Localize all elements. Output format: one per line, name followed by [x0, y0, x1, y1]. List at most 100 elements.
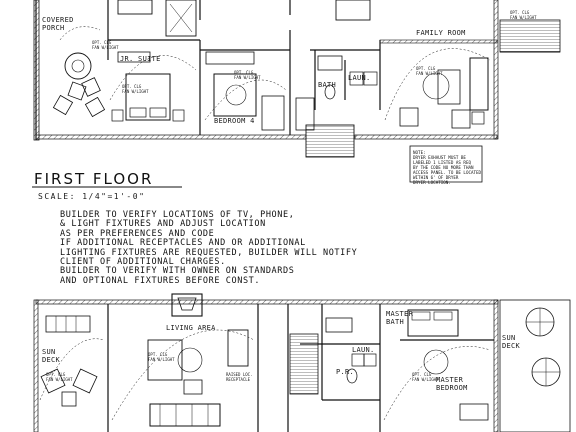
builder-note-line: BUILDER TO VERIFY LOCATIONS OF TV, PHONE…: [60, 210, 295, 220]
nightstand: [111, 109, 124, 122]
room-label-bath: BATH: [318, 81, 337, 89]
fireplace-box: [177, 297, 197, 311]
light-switch-arc: [109, 55, 197, 101]
closet: [165, 0, 197, 37]
room-label-family-room: FAMILY ROOM: [416, 29, 466, 37]
master-bed-pillow: [411, 311, 431, 321]
lounge-chair: [45, 315, 91, 333]
note-line: DRYER EXHAUST MUST BE: [413, 155, 466, 160]
note-box: [409, 145, 483, 183]
room-label-laundry: LAUN.: [348, 74, 371, 82]
light-switch-arc: [39, 338, 105, 401]
jr-suite-bed: [125, 73, 171, 121]
room-label-sun-deck-right: SUN DECK: [502, 334, 521, 350]
room-label-covered-porch: COVERED PORCH: [42, 16, 74, 32]
porch-table: [64, 52, 92, 80]
stair: [289, 333, 319, 395]
exterior-wall-bottom-left: [35, 134, 307, 140]
fan-light-label: OPT. CLG FAN W/LIGHT: [416, 66, 443, 76]
dryer-note: NOTE: DRYER EXHAUST MUST BE LABELED 1 LI…: [413, 150, 481, 185]
armchair: [227, 329, 249, 367]
light-switch-arc: [204, 79, 287, 121]
room-label-laundry-2: LAUN.: [352, 346, 375, 354]
ceiling-fan: [423, 349, 449, 375]
room-label-powder-room: P.R.: [336, 368, 355, 376]
closet: [117, 0, 153, 15]
builder-note-line: CLIENT OF ADDITIONAL CHARGES.: [60, 257, 226, 268]
exterior-wall-top-right: [379, 39, 498, 44]
first-floor-plan: [33, 0, 561, 183]
fan-light-label: OPT. CLG FAN W/LIGHT: [234, 70, 261, 80]
coffee-table: [437, 69, 461, 105]
fan-light-label: OPT. CLG FAN W/LIGHT: [148, 352, 175, 362]
fan-light-label: OPT. CLG FAN W/LIGHT: [122, 84, 149, 94]
floor-scale: SCALE: 1/4"=1'-0": [38, 192, 146, 201]
closet: [335, 0, 371, 21]
bedroom4-closet: [205, 51, 255, 65]
dresser: [261, 95, 285, 131]
exterior-wall-right: [493, 299, 499, 432]
room-label-bedroom4: BEDROOM 4: [214, 117, 255, 125]
builder-notes: BUILDER TO VERIFY LOCATIONS OF TV, PHONE…: [60, 210, 358, 286]
note-line: WITHIN 6' OF DRYER: [413, 175, 459, 180]
room-label-master-bedroom: MASTER BEDROOM: [436, 376, 468, 392]
exterior-wall-right: [493, 0, 499, 140]
sofa: [147, 339, 183, 381]
armchair: [399, 107, 419, 127]
toilet: [324, 84, 336, 100]
exterior-wall-top: [35, 299, 499, 305]
note-heading: NOTE:: [413, 150, 426, 155]
room-label-living-area: LIVING AREA: [166, 324, 216, 332]
light-switch-arc: [59, 26, 101, 41]
master-bed-pillow: [433, 311, 453, 321]
receptacle-label: RAISED LOC. RECEPTACLE: [226, 372, 253, 382]
jr-suite-bed-pillow: [129, 107, 147, 118]
porch-chair: [67, 81, 87, 101]
fireplace: [171, 293, 203, 317]
room-label-jr-suite: JR. SUITE: [120, 55, 161, 63]
builder-note-line: & LIGHT FIXTURES AND ADJUST LOCATION: [60, 219, 266, 230]
floor-title: FIRST FLOOR: [34, 170, 154, 188]
dining-table: [149, 403, 221, 427]
porch-chair: [81, 77, 101, 97]
armchair: [451, 109, 471, 129]
second-floor-plan: [33, 293, 571, 432]
deck-chair: [72, 368, 98, 394]
builder-note-line: AND OPTIONAL FIXTURES BEFORE CONST.: [60, 275, 261, 286]
builder-note-line: IF ADDITIONAL RECEPTACLES AND OR ADDITIO…: [60, 238, 306, 249]
bedroom4-bed: [213, 73, 257, 117]
nightstand: [172, 109, 185, 122]
exterior-wall-bottom-right: [354, 134, 498, 140]
builder-note-line: AS PER PREFERENCES AND CODE: [60, 228, 215, 239]
note-line: BY THE CODE NO MORE THAN: [413, 165, 474, 170]
fan-light-label: OPT. CLG FAN W/LIGHT: [46, 372, 73, 382]
coffee-table: [183, 379, 203, 395]
washer: [349, 71, 364, 86]
fan-light-label: OPT. CLG FAN W/LIGHT: [92, 40, 119, 50]
vanity: [325, 317, 353, 333]
light-switch-arc: [384, 48, 491, 121]
deck-table: [61, 391, 77, 407]
sofa: [469, 57, 489, 111]
washer: [351, 353, 365, 367]
room-label-master-bath: MASTER BATH: [386, 310, 414, 326]
deck-chair: [40, 368, 66, 394]
dryer: [363, 353, 377, 367]
closet-x: [169, 3, 193, 33]
fan-light-label: OPT. CLG FAN W/LIGHT: [510, 10, 537, 20]
tub: [295, 97, 315, 131]
exterior-stair: [499, 19, 561, 53]
jr-suite-bed-pillow: [149, 107, 167, 118]
builder-note-line: BUILDER TO VERIFY WITH OWNER ON STANDARD…: [60, 266, 295, 277]
porch-chair: [84, 96, 106, 118]
note-line: LABELED 1 LISTED AS REQ: [413, 160, 471, 165]
tv-unit: [117, 51, 151, 63]
note-line: DRYER LOCATION.: [413, 180, 451, 185]
dresser: [459, 403, 489, 421]
end-table: [471, 111, 485, 125]
deck-railing: [499, 299, 571, 432]
bath-vanity: [317, 55, 343, 71]
builder-note-line: LIGHTING FIXTURES ARE REQUESTED, BUILDER…: [60, 247, 358, 258]
porch-chair: [52, 94, 74, 116]
